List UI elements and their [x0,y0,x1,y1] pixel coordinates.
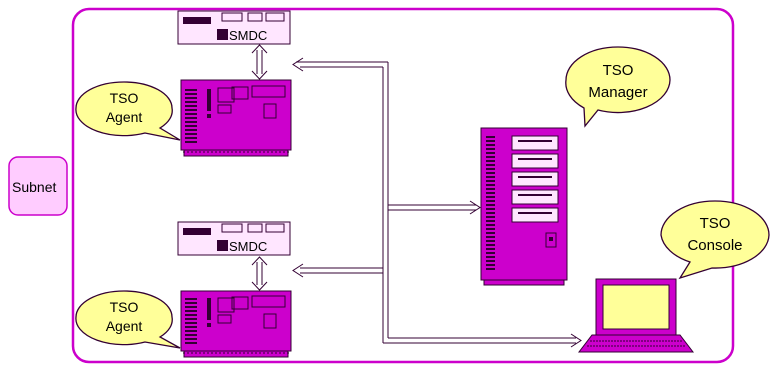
console-bubble: TSO Console [660,200,770,280]
console-laptop [577,278,695,353]
manager-server [480,127,568,286]
agent-bottom-label-line2: Agent [106,318,143,334]
smdc-agent-link-top [251,44,268,80]
agent-bubble-bottom: TSO Agent [75,290,181,349]
smdc-agent-link-bottom [251,256,268,291]
console-label-line1: TSO [700,215,731,232]
subnet-boundary [71,7,735,364]
agent-top-label-line2: Agent [106,109,143,125]
network-bus [292,57,582,348]
agent-top-label-line1: TSO [110,90,139,106]
agent-computer-bottom [180,290,292,358]
console-label-line2: Console [687,237,742,254]
agent-computer-top [180,79,292,157]
agent-bubble-top: TSO Agent [75,81,181,141]
smdc-bottom-label: SMDC [229,239,267,254]
manager-label-line2: Manager [588,84,647,101]
smdc-device-top: SMDC [177,10,291,45]
smdc-device-bottom: SMDC [177,221,291,256]
manager-label-line1: TSO [603,62,634,79]
smdc-top-label: SMDC [229,28,267,43]
manager-bubble: TSO Manager [565,46,671,128]
subnet-box: Subnet [8,156,68,216]
agent-bottom-label-line1: TSO [110,299,139,315]
subnet-label: Subnet [12,179,56,195]
